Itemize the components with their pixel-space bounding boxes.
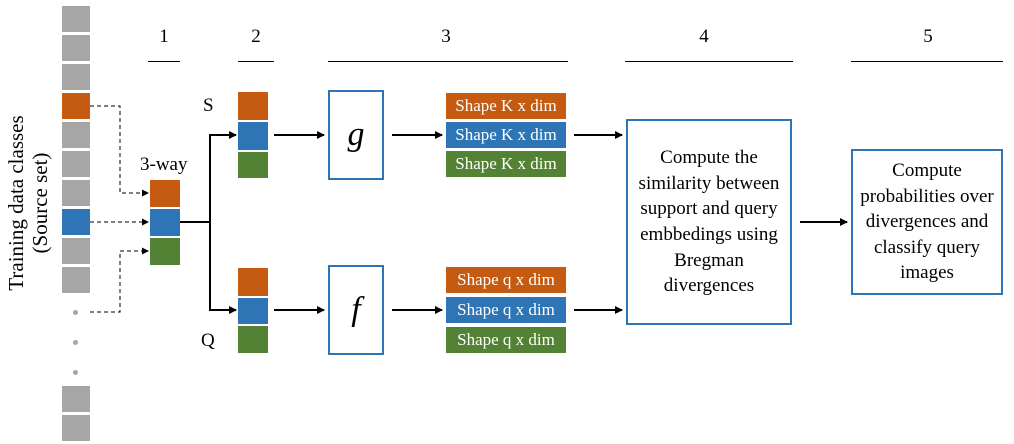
source-class-selected-2 <box>62 209 90 235</box>
support-class-3 <box>238 152 268 178</box>
query-class-2 <box>238 298 268 324</box>
query-shape-1: Shape q x dim <box>446 267 566 293</box>
support-shape-1: Shape K x dim <box>446 93 566 119</box>
step-number-3: 3 <box>441 26 451 47</box>
step-number-5: 5 <box>923 26 933 47</box>
support-shape-3: Shape K x dim <box>446 151 566 177</box>
source-class <box>62 415 90 441</box>
step-number-2: 2 <box>251 26 261 47</box>
query-shape-2: Shape q x dim <box>446 297 566 323</box>
source-class <box>62 267 90 293</box>
ellipsis-dot <box>73 370 78 375</box>
split-arrow-support <box>180 131 237 223</box>
step-underline-5 <box>851 61 1003 62</box>
source-class <box>62 151 90 177</box>
support-label: S <box>203 95 214 116</box>
source-class <box>62 64 90 90</box>
query-label: Q <box>201 330 215 351</box>
source-class <box>62 6 90 32</box>
dashed-arrow-class-3 <box>90 247 149 313</box>
query-shape-3: Shape q x dim <box>446 327 566 353</box>
episode-class-3 <box>150 238 180 265</box>
step-underline-4 <box>625 61 793 62</box>
source-class <box>62 238 90 264</box>
similarity-box: Compute the similarity between support a… <box>626 119 792 325</box>
step-number-1: 1 <box>159 26 169 47</box>
support-shape-2: Shape K x dim <box>446 122 566 148</box>
g-embedding-box: g <box>328 90 384 180</box>
ellipsis-dot <box>73 340 78 345</box>
source-class <box>62 180 90 206</box>
support-class-1 <box>238 92 268 120</box>
episode-class-2 <box>150 209 180 236</box>
ellipsis-dot <box>73 310 78 315</box>
step-underline-3 <box>328 61 568 62</box>
query-class-1 <box>238 268 268 296</box>
query-class-3 <box>238 326 268 353</box>
probability-box: Compute probabilities over divergences a… <box>851 149 1003 295</box>
split-arrow-query <box>209 222 237 314</box>
f-embedding-box: f <box>328 265 384 355</box>
way-label: 3-way <box>140 154 188 175</box>
step-underline-1 <box>148 61 180 62</box>
step-number-4: 4 <box>699 26 709 47</box>
episode-class-1 <box>150 180 180 207</box>
source-class-selected-1 <box>62 93 90 119</box>
source-class <box>62 386 90 412</box>
source-class <box>62 122 90 148</box>
step-underline-2 <box>238 61 274 62</box>
support-class-2 <box>238 122 268 150</box>
source-class <box>62 35 90 61</box>
dashed-arrow-class-1 <box>90 105 149 197</box>
